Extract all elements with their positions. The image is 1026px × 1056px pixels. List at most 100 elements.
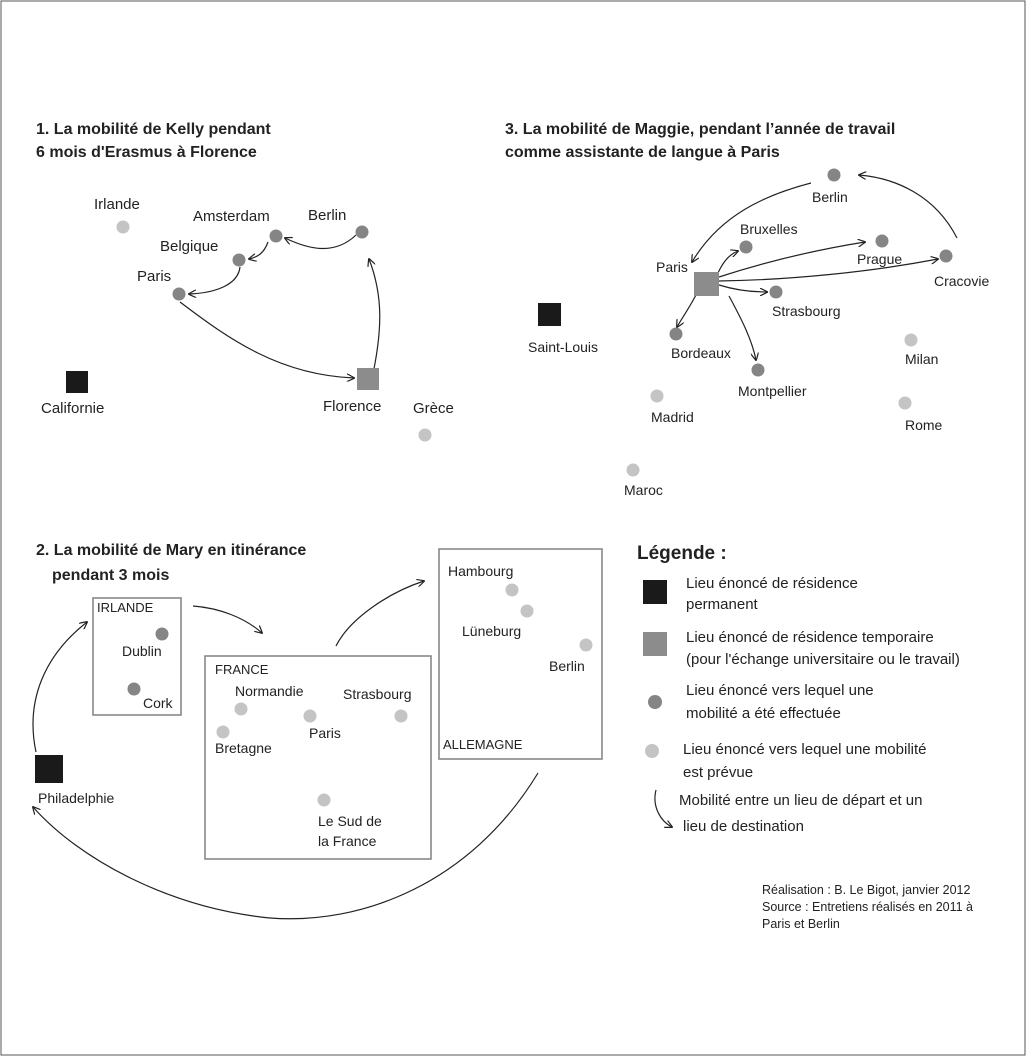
- mary-cork-label: Cork: [143, 695, 174, 711]
- kelly-belgique-label: Belgique: [160, 238, 218, 255]
- legend-planned-dot: [645, 744, 659, 758]
- mary-strasbourg-dot: [394, 709, 408, 723]
- kelly-paris-label: Paris: [137, 268, 171, 285]
- maggie-bruxelles-label: Bruxelles: [740, 221, 798, 237]
- maggie-cracovie-dot: [939, 249, 953, 263]
- kelly-berlin-label: Berlin: [308, 207, 346, 224]
- mary-normandie-label: Normandie: [235, 683, 304, 699]
- maggie-title-line2: comme assistante de langue à Paris: [505, 144, 780, 161]
- mary-bretagne-dot: [216, 725, 230, 739]
- maggie-title-line1: 3. La mobilité de Maggie, pendant l’anné…: [505, 121, 895, 138]
- maggie-rome-label: Rome: [905, 417, 943, 433]
- maggie-arrow-paris-montpellier: [728, 295, 756, 360]
- kelly-florence-square: [357, 368, 379, 390]
- mary-arrow-allemagne-philadelphie: [33, 772, 539, 920]
- mary-title-line2: pendant 3 mois: [52, 567, 169, 584]
- legend: Légende : Lieu énoncé de résidence perma…: [637, 543, 960, 835]
- maggie-madrid-dot: [650, 389, 664, 403]
- maggie-milan-label: Milan: [905, 351, 938, 367]
- maggie-arrow-paris-cracovie: [718, 259, 938, 282]
- mary-berlin-label: Berlin: [549, 658, 585, 674]
- maggie-montpellier-dot: [751, 363, 765, 377]
- kelly-grece-label: Grèce: [413, 400, 454, 417]
- legend-planned-line2: est prévue: [683, 764, 753, 781]
- mary-irlande-box: [92, 597, 182, 716]
- kelly-title-line1: 1. La mobilité de Kelly pendant: [36, 121, 271, 138]
- kelly-panel: 1. La mobilité de Kelly pendant 6 mois d…: [36, 121, 454, 442]
- mary-dublin-dot: [155, 627, 169, 641]
- mary-strasbourg-label: Strasbourg: [343, 686, 411, 702]
- maggie-berlin-dot: [827, 168, 841, 182]
- maggie-bordeaux-dot: [669, 327, 683, 341]
- maggie-milan-dot: [904, 333, 918, 347]
- kelly-arrow-paris-florence: [179, 301, 354, 378]
- maggie-prague-label: Prague: [857, 251, 902, 267]
- maggie-arrow-berlin-paris: [692, 182, 812, 262]
- credits-line3: Paris et Berlin: [762, 917, 840, 931]
- mary-sud-label-line1: Le Sud de: [318, 813, 382, 829]
- mary-luneburg-label: Lüneburg: [462, 623, 521, 639]
- mary-hambourg-label: Hambourg: [448, 563, 513, 579]
- mary-philadelphie-square: [35, 755, 63, 783]
- maggie-saint-louis-square: [538, 303, 561, 326]
- legend-temporary-square: [643, 632, 667, 656]
- kelly-paris-dot: [172, 287, 186, 301]
- kelly-florence-label: Florence: [323, 398, 381, 415]
- legend-permanent-line2: permanent: [686, 596, 759, 613]
- maggie-paris-label: Paris: [656, 259, 688, 275]
- maggie-saint-louis-label: Saint-Louis: [528, 339, 598, 355]
- mary-berlin-dot: [579, 638, 593, 652]
- mary-sud-label-line2: la France: [318, 833, 377, 849]
- maggie-arrow-paris-bruxelles: [717, 251, 738, 274]
- kelly-berlin-dot: [355, 225, 369, 239]
- credits-line1: Réalisation : B. Le Bigot, janvier 2012: [762, 883, 971, 897]
- maggie-arrow-paris-bordeaux: [677, 294, 697, 327]
- maggie-cracovie-label: Cracovie: [934, 273, 989, 289]
- kelly-arrow-amsterdam-belgique: [249, 241, 269, 259]
- kelly-arrow-belgique-paris: [189, 266, 241, 294]
- mary-cork-dot: [127, 682, 141, 696]
- mary-hambourg-dot: [505, 583, 519, 597]
- maggie-strasbourg-dot: [769, 285, 783, 299]
- mary-irlande-country-label: IRLANDE: [97, 600, 154, 615]
- maggie-arrow-cracovie-berlin: [859, 175, 958, 239]
- mary-luneburg-dot: [520, 604, 534, 618]
- maggie-panel: 3. La mobilité de Maggie, pendant l’anné…: [505, 121, 989, 498]
- legend-done-line1: Lieu énoncé vers lequel une: [686, 682, 874, 699]
- maggie-arrow-paris-prague: [718, 242, 865, 278]
- maggie-bordeaux-label: Bordeaux: [671, 345, 731, 361]
- kelly-amsterdam-label: Amsterdam: [193, 208, 270, 225]
- mary-philadelphie-label: Philadelphie: [38, 790, 114, 806]
- mary-france-country-label: FRANCE: [215, 662, 269, 677]
- mary-arrow-philadelphie-irlande: [32, 622, 87, 753]
- legend-temporary-line1: Lieu énoncé de résidence temporaire: [686, 629, 934, 646]
- legend-planned-line1: Lieu énoncé vers lequel une mobilité: [683, 741, 927, 758]
- mary-france-box: [204, 655, 432, 860]
- maggie-madrid-label: Madrid: [651, 409, 694, 425]
- maggie-bruxelles-dot: [739, 240, 753, 254]
- legend-arrow-icon: [654, 789, 672, 827]
- kelly-arrow-florence-berlin: [369, 259, 381, 384]
- kelly-irlande-dot: [116, 220, 130, 234]
- legend-arrow-line1: Mobilité entre un lieu de départ et un: [679, 792, 923, 809]
- mary-allemagne-box: [438, 548, 603, 760]
- mary-arrow-france-allemagne: [335, 581, 424, 647]
- maggie-paris-square: [694, 272, 719, 296]
- mary-allemagne-country-label: ALLEMAGNE: [443, 737, 523, 752]
- maggie-maroc-label: Maroc: [624, 482, 663, 498]
- credits-line2: Source : Entretiens réalisés en 2011 à: [762, 900, 973, 914]
- kelly-irlande-label: Irlande: [94, 196, 140, 213]
- legend-arrow-line2: lieu de destination: [683, 818, 804, 835]
- mary-dublin-label: Dublin: [122, 643, 162, 659]
- mary-bretagne-label: Bretagne: [215, 740, 272, 756]
- maggie-rome-dot: [898, 396, 912, 410]
- maggie-montpellier-label: Montpellier: [738, 383, 807, 399]
- legend-permanent-line1: Lieu énoncé de résidence: [686, 575, 858, 592]
- mary-panel: 2. La mobilité de Mary en itinérance pen…: [32, 542, 603, 920]
- kelly-title-line2: 6 mois d'Erasmus à Florence: [36, 144, 257, 161]
- mary-arrow-irlande-france: [192, 605, 262, 633]
- kelly-californie-square: [66, 371, 88, 393]
- legend-done-dot: [648, 695, 662, 709]
- kelly-californie-label: Californie: [41, 400, 104, 417]
